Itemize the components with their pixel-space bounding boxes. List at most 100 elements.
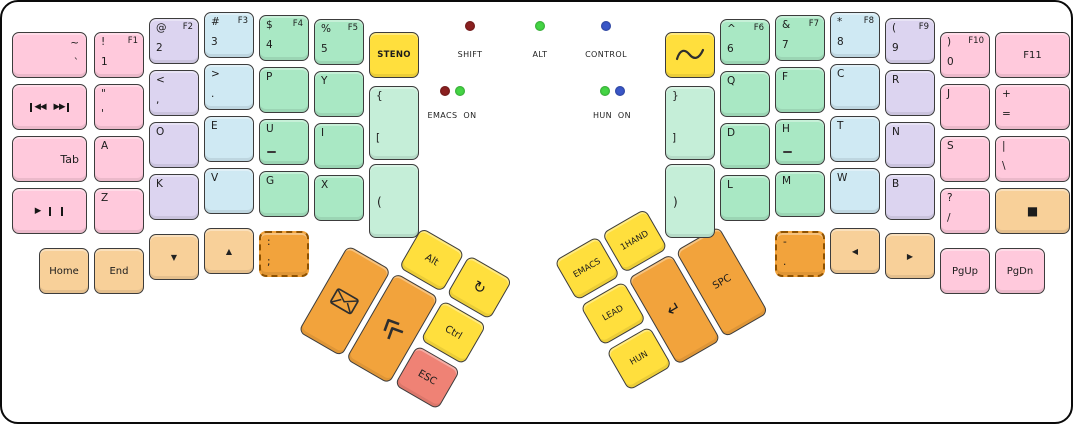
key-u[interactable]: U [259, 119, 309, 165]
key-arrow-right[interactable]: ▶ [885, 233, 935, 279]
key-arrow-up[interactable]: ▲ [204, 228, 254, 274]
key-base-label: , [156, 94, 160, 106]
key-e[interactable]: E [204, 116, 254, 162]
key-x[interactable]: X [314, 175, 364, 221]
key-v[interactable]: V [204, 168, 254, 214]
key-tab[interactable]: Tab [12, 136, 87, 182]
key-shift-label: ^ [727, 23, 736, 35]
key-g[interactable]: G [259, 171, 309, 217]
key-fn-label: F10 [968, 36, 984, 46]
key-5[interactable]: % 5 F5 [314, 19, 364, 65]
key-label: Y [321, 75, 328, 87]
key-6[interactable]: ^ 6 F6 [720, 19, 770, 65]
key-d[interactable]: D [720, 123, 770, 169]
key-plus[interactable]: + = [995, 84, 1070, 130]
envelope-icon [299, 246, 390, 355]
key-steno[interactable]: STENO [369, 32, 419, 78]
key-quote[interactable]: " ' [94, 84, 144, 130]
key-p[interactable]: P [259, 67, 309, 113]
key-period[interactable]: > . [204, 64, 254, 110]
key-w[interactable]: W [830, 168, 880, 214]
key-left-paren[interactable]: ( [369, 164, 419, 238]
key-j[interactable]: J [940, 84, 990, 130]
key-3[interactable]: # 3 F3 [204, 12, 254, 58]
key-label: Q [727, 75, 736, 87]
left-arrow-icon: ◀ [851, 246, 859, 256]
key-grave[interactable]: ~ ` [12, 32, 87, 78]
key-a[interactable]: A [94, 136, 144, 182]
key-h[interactable]: H [775, 119, 825, 165]
key-c[interactable]: C [830, 64, 880, 110]
key-t[interactable]: T [830, 116, 880, 162]
key-stop[interactable]: ■ [995, 188, 1070, 234]
bar [30, 102, 33, 112]
key-media-prev-next[interactable]: ◀◀ ▶▶ [12, 84, 87, 130]
key-pgup[interactable]: PgUp [940, 248, 990, 294]
key-pipe[interactable]: | \ [995, 136, 1070, 182]
key-m[interactable]: M [775, 171, 825, 217]
key-pgdn[interactable]: PgDn [995, 248, 1045, 294]
key-s[interactable]: S [940, 136, 990, 182]
key-shift-label: ? [947, 192, 953, 204]
key-squiggle[interactable] [665, 32, 715, 78]
key-o[interactable]: O [149, 122, 199, 168]
key-b[interactable]: B [885, 174, 935, 220]
key-n[interactable]: N [885, 122, 935, 168]
key-shift-label: < [156, 74, 165, 86]
key-label: G [266, 175, 275, 187]
key-right-paren[interactable]: ) [665, 164, 715, 238]
media-icons: ◀◀ ▶▶ [13, 85, 86, 129]
key-y[interactable]: Y [314, 71, 364, 117]
key-base-label: 0 [947, 56, 954, 68]
led-dot [454, 86, 465, 96]
key-base-label: 5 [321, 43, 328, 55]
key-home[interactable]: Home [39, 248, 89, 294]
key-7[interactable]: & 7 F7 [775, 15, 825, 61]
key-base-label: ] [672, 132, 677, 144]
key-play-pause[interactable]: ▶ [12, 188, 87, 234]
key-shift-label: > [211, 68, 220, 80]
key-semicolon-layer[interactable]: : ; [259, 231, 309, 277]
bar [61, 206, 64, 216]
key-left-bracket[interactable]: { [ [369, 86, 419, 160]
play-triangle: ▶ [34, 206, 41, 216]
key-shift-label: # [211, 16, 220, 28]
key-shift-label: { [376, 90, 383, 102]
key-label: R [892, 74, 900, 86]
key-arrow-left[interactable]: ◀ [830, 228, 880, 274]
key-thumb-mail[interactable] [298, 245, 392, 357]
key-z[interactable]: Z [94, 188, 144, 234]
key-9[interactable]: ( 9 F9 [885, 18, 935, 64]
key-comma[interactable]: < , [149, 70, 199, 116]
indicator-label: SHIFT [457, 50, 483, 59]
key-k[interactable]: K [149, 174, 199, 220]
key-shift-label: - [783, 236, 787, 248]
key-8[interactable]: * 8 F8 [830, 12, 880, 58]
key-q[interactable]: Q [720, 71, 770, 117]
key-base-label: 9 [892, 42, 899, 54]
key-l[interactable]: L [720, 175, 770, 221]
key-i[interactable]: I [314, 123, 364, 169]
key-end[interactable]: End [94, 248, 144, 294]
key-0[interactable]: ) 0 F10 [940, 32, 990, 78]
key-r[interactable]: R [885, 70, 935, 116]
key-label: K [156, 178, 163, 190]
bar [66, 102, 69, 112]
key-thumb-chevrons[interactable] [345, 272, 439, 385]
indicator-label: ALT [532, 50, 548, 59]
key-question[interactable]: ? / [940, 188, 990, 234]
key-label: V [211, 172, 219, 184]
key-arrow-down[interactable]: ▼ [149, 234, 199, 280]
key-right-brace[interactable]: } ] [665, 86, 715, 160]
led-dot [614, 86, 625, 96]
key-f[interactable]: F [775, 67, 825, 113]
key-fn-label: F1 [127, 36, 138, 46]
key-f11[interactable]: F11 [995, 32, 1070, 78]
key-base-label: 3 [211, 36, 218, 48]
down-arrow-icon: ▼ [170, 252, 178, 262]
key-minus-layer[interactable]: - . [775, 231, 825, 277]
key-4[interactable]: $ 4 F4 [259, 15, 309, 61]
key-shift-label: : [267, 236, 271, 248]
key-1[interactable]: ! 1 F1 [94, 32, 144, 78]
key-2[interactable]: @ 2 F2 [149, 18, 199, 64]
